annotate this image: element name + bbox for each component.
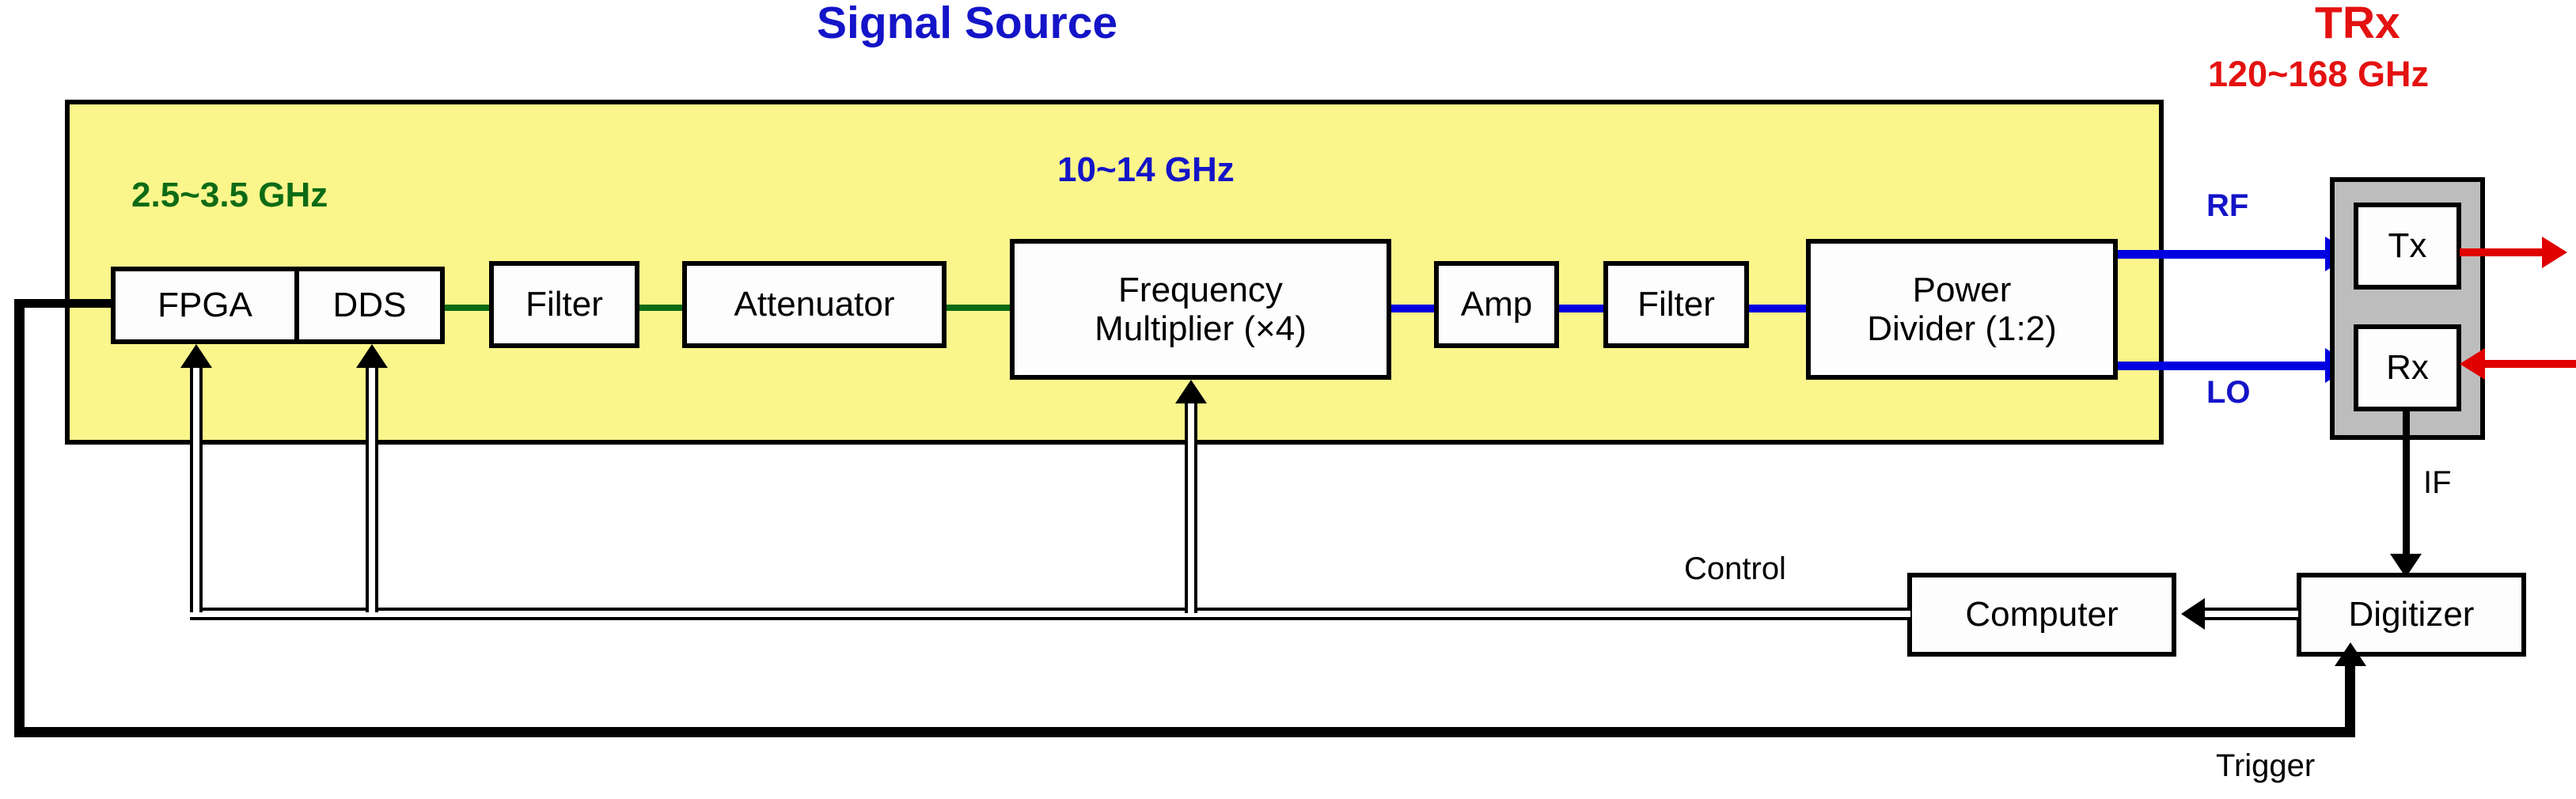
- wire-filter1-to-attenuator: [635, 305, 685, 311]
- block-digitizer-label: Digitizer: [2348, 595, 2475, 634]
- bus-digitizer-to-computer: [2205, 608, 2298, 620]
- wire-filter2-to-powerdiv: [1746, 305, 1809, 312]
- block-fpga[interactable]: FPGA: [111, 267, 299, 344]
- block-tx[interactable]: Tx: [2354, 203, 2461, 290]
- block-power-divider[interactable]: Power Divider (1:2): [1806, 239, 2118, 380]
- wire-trigger-fpga-stub: [14, 299, 116, 308]
- trigger-label: Trigger: [2216, 748, 2316, 783]
- trx-frequency-label: 120~168 GHz: [2208, 54, 2429, 94]
- dds-control-arrowhead-icon: [356, 344, 388, 368]
- bus-control-to-fpga: [190, 364, 203, 612]
- wire-trigger-bottom-horizontal: [14, 727, 2355, 737]
- block-filter-2-label: Filter: [1637, 285, 1715, 324]
- bus-control-horizontal: [190, 608, 1910, 620]
- lo-label: LO: [2206, 375, 2251, 410]
- rf-label: RF: [2206, 188, 2249, 223]
- block-rx-label: Rx: [2386, 348, 2429, 388]
- bus-control-to-dds: [366, 364, 378, 612]
- rx-receive-arrowhead-icon: [2460, 348, 2485, 380]
- block-filter-1[interactable]: Filter: [489, 261, 639, 348]
- fpga-control-arrowhead-icon: [180, 344, 212, 368]
- wire-lo-run: [2115, 362, 2330, 370]
- block-frequency-multiplier-label: Frequency Multiplier (×4): [1095, 270, 1307, 348]
- multiplied-frequency-label: 10~14 GHz: [1057, 150, 1235, 189]
- block-filter-2[interactable]: Filter: [1603, 261, 1749, 348]
- block-tx-label: Tx: [2388, 226, 2427, 266]
- frequency-multiplier-control-arrowhead-icon: [1175, 380, 1207, 403]
- computer-input-arrowhead-icon: [2181, 598, 2205, 630]
- control-label: Control: [1684, 551, 1786, 586]
- wire-if-vertical: [2403, 411, 2410, 566]
- wire-dds-to-filter1: [440, 305, 492, 311]
- tx-radiate-arrowhead-icon: [2542, 237, 2567, 268]
- wire-trigger-to-digitizer: [2345, 663, 2355, 737]
- bus-control-to-frequency-multiplier: [1185, 400, 1197, 613]
- block-filter-1-label: Filter: [525, 285, 603, 324]
- block-rx[interactable]: Rx: [2354, 324, 2461, 411]
- block-computer[interactable]: Computer: [1907, 573, 2176, 657]
- block-fpga-label: FPGA: [157, 286, 252, 325]
- block-attenuator[interactable]: Attenuator: [682, 261, 947, 348]
- block-amp[interactable]: Amp: [1434, 261, 1559, 348]
- wire-rx-receive: [2485, 360, 2576, 368]
- wire-trigger-left-vertical: [14, 299, 25, 736]
- wire-freqmult-to-amp: [1388, 305, 1437, 312]
- wire-attenuator-to-freqmult: [942, 305, 1013, 311]
- wire-rf-run: [2115, 250, 2330, 259]
- baseband-frequency-label: 2.5~3.5 GHz: [131, 176, 328, 214]
- block-dds[interactable]: DDS: [294, 267, 445, 344]
- if-label: IF: [2423, 465, 2452, 500]
- block-dds-label: DDS: [332, 286, 407, 325]
- wire-amp-to-filter2: [1556, 305, 1607, 312]
- block-power-divider-label: Power Divider (1:2): [1867, 270, 2057, 348]
- wire-tx-radiate: [2460, 248, 2547, 256]
- block-amp-label: Amp: [1460, 285, 1533, 324]
- trx-title: TRx: [2315, 0, 2400, 48]
- block-computer-label: Computer: [1965, 595, 2119, 634]
- block-frequency-multiplier[interactable]: Frequency Multiplier (×4): [1010, 239, 1391, 380]
- signal-source-title: Signal Source: [817, 0, 1118, 48]
- block-attenuator-label: Attenuator: [734, 285, 895, 324]
- digitizer-trigger-arrowhead-icon: [2335, 642, 2366, 666]
- block-digitizer[interactable]: Digitizer: [2297, 573, 2526, 657]
